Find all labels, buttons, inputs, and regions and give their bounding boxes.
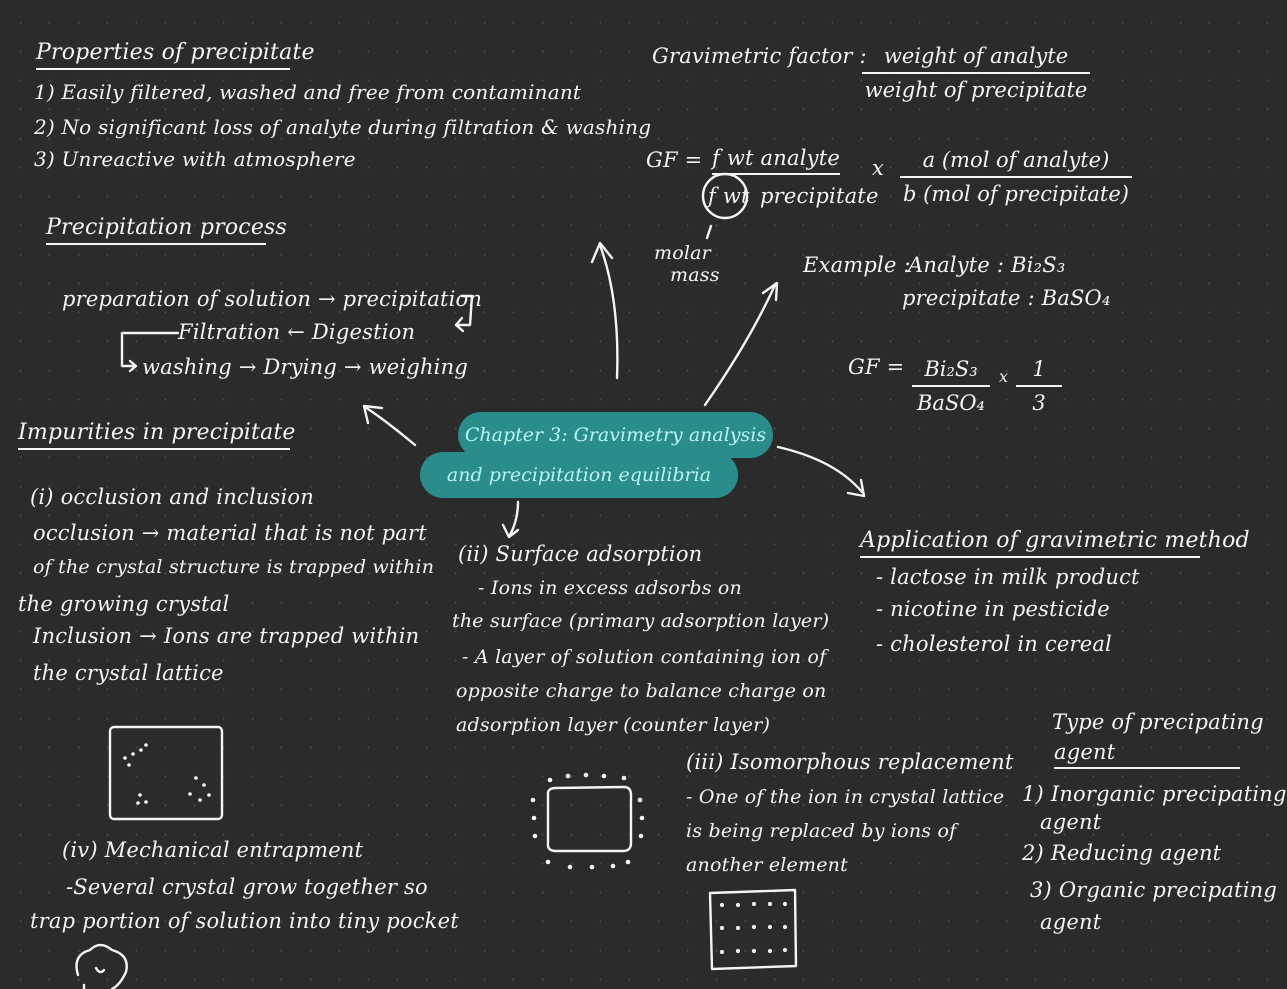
isomorphous-sketch (708, 888, 798, 971)
gf-f2-num: a (mol of analyte) (900, 148, 1132, 178)
example-label: Example : (803, 253, 911, 277)
example-analyte: Analyte : Bi₂S₃ (908, 253, 1066, 277)
impurities-i-line-1: occlusion → material that is not part (33, 521, 427, 545)
molar-mass-pointer (705, 224, 713, 240)
isomorphous-line-3: another element (686, 854, 848, 876)
properties-title: Properties of precipitate (36, 42, 314, 70)
isomorphous-line-2: is being replaced by ions of (686, 820, 957, 842)
surface-title: (ii) Surface adsorption (458, 542, 703, 566)
process-line-1: preparation of solution → precipitation (62, 287, 483, 311)
agents-item-2: 2) Reducing agent (1022, 841, 1222, 865)
center-topic-line1: Chapter 3: Gravimetry analysis (458, 412, 773, 458)
agents-title-line1: Type of precipating (1052, 710, 1264, 734)
surface-line-5: adsorption layer (counter layer) (456, 714, 771, 736)
surface-line-1: - Ions in excess adsorbs on (478, 577, 742, 599)
gravimetric-fraction: weight of analyte weight of precipitate (862, 44, 1090, 102)
properties-item-3: 3) Unreactive with atmosphere (34, 147, 356, 171)
impurities-i-line-4: Inclusion → Ions are trapped within (33, 624, 420, 648)
example-den2: 3 (1032, 391, 1046, 415)
application-item-3: - cholesterol in cereal (876, 632, 1112, 656)
example-num2: 1 (1016, 357, 1062, 387)
gf-f2-fraction: a (mol of analyte) b (mol of precipitate… (900, 148, 1132, 206)
entrapment-line-2: trap portion of solution into tiny pocke… (30, 909, 459, 933)
properties-item-2: 2) No significant loss of analyte during… (34, 115, 652, 139)
process-line-3: washing → Drying → weighing (142, 355, 468, 379)
surface-line-3: - A layer of solution containing ion of (462, 646, 827, 668)
gf-f1-den-rest: precipitate (760, 184, 879, 208)
isomorphous-title: (iii) Isomorphous replacement (686, 750, 1014, 774)
surface-adsorption-sketch (546, 785, 633, 853)
arrow-to-gravimetric (598, 243, 619, 380)
properties-item-1: 1) Easily filtered, washed and free from… (34, 80, 582, 104)
gf-f1-den-circled: f wt (708, 184, 750, 208)
example-times: x (999, 367, 1009, 386)
center-topic-line2: and precipitation equilibria (420, 452, 738, 498)
agents-title-line2: agent (1054, 742, 1240, 769)
surface-line-4: opposite charge to balance charge on (456, 680, 827, 702)
occlusion-sketch (108, 725, 224, 821)
arrow-to-application (776, 445, 864, 494)
gravimetric-den: weight of precipitate (864, 78, 1088, 102)
example-den: BaSO₄ (917, 391, 985, 415)
entrapment-sketch (75, 943, 128, 989)
molar-label: molar (654, 242, 711, 264)
impurities-i-line-5: the crystal lattice (33, 661, 224, 685)
arrow-to-example (703, 283, 777, 407)
process-title: Precipitation process (46, 217, 287, 245)
gravimetric-label: Gravimetric factor : (652, 44, 867, 68)
gf-f1-num: f wt analyte (712, 148, 840, 175)
gravimetric-num: weight of analyte (862, 44, 1090, 74)
process-line-2: Filtration ← Digestion (178, 320, 416, 344)
agents-item-1: 1) Inorganic precipating (1022, 782, 1287, 806)
impurities-i-line-3: the growing crystal (18, 592, 230, 616)
agents-item-3: 3) Organic precipating (1030, 878, 1277, 902)
impurities-i-title: (i) occlusion and inclusion (30, 485, 314, 509)
surface-line-2: the surface (primary adsorption layer) (452, 610, 830, 632)
impurities-title: Impurities in precipitate (18, 422, 295, 450)
example-fraction-1: Bi₂S₃ BaSO₄ (912, 357, 990, 415)
arrow-to-surface (508, 500, 520, 537)
gf-times: x (872, 156, 885, 180)
entrapment-title: (iv) Mechanical entrapment (62, 838, 364, 862)
example-num: Bi₂S₃ (912, 357, 990, 387)
gf-f2-den: b (mol of precipitate) (903, 182, 1129, 206)
application-item-2: - nicotine in pesticide (876, 597, 1110, 621)
application-item-1: - lactose in milk product (876, 565, 1140, 589)
impurities-i-line-2: of the crystal structure is trapped with… (33, 556, 435, 578)
isomorphous-line-1: - One of the ion in crystal lattice (686, 786, 1005, 808)
gf-label: GF = (646, 148, 703, 172)
entrapment-line-1: -Several crystal grow together so (66, 875, 428, 899)
example-gf-label: GF = (848, 355, 905, 379)
agents-item-3b: agent (1040, 910, 1102, 934)
example-precipitate: precipitate : BaSO₄ (902, 286, 1111, 310)
arrow-to-process (363, 405, 417, 447)
example-fraction-2: 1 3 (1016, 357, 1062, 415)
mass-label: mass (670, 264, 720, 286)
agents-item-1b: agent (1040, 810, 1102, 834)
application-title: Application of gravimetric method (860, 530, 1250, 558)
